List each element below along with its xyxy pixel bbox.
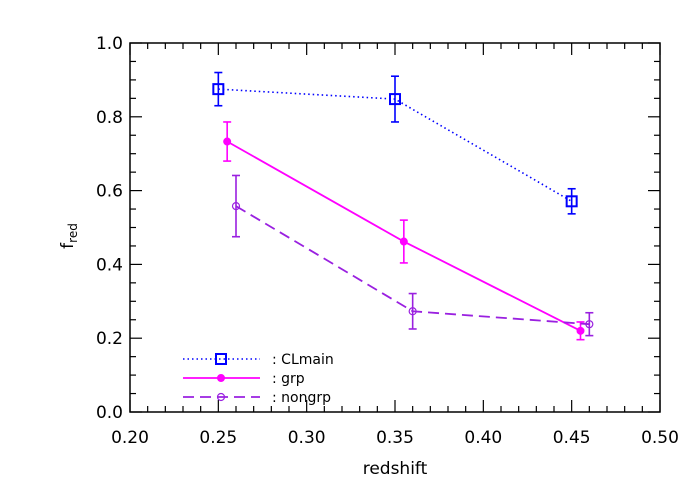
x-axis-ticks: 0.20 0.25 0.30 0.35 0.40 0.45 0.50 [111, 43, 679, 448]
x-axis-title: redshift [363, 459, 428, 479]
data-point-grp [576, 326, 585, 335]
legend-marker-nongrp [216, 392, 226, 402]
x-tick-label: 0.45 [553, 428, 591, 448]
data-point-CLmain [212, 83, 225, 96]
x-tick-label: 0.35 [376, 428, 414, 448]
y-tick-label: 0.8 [96, 108, 123, 128]
y-tick-label: 0.2 [96, 329, 123, 349]
series-CLmain [212, 71, 578, 215]
x-tick-label: 0.40 [464, 428, 502, 448]
legend-item-nongrp: : nongrp [183, 390, 331, 406]
y-tick-label: 1.0 [96, 34, 123, 54]
y-tick-label: 0.0 [96, 403, 123, 423]
svg-text:fred: fred [58, 223, 80, 249]
data-point-nongrp [231, 201, 241, 211]
data-point-CLmain [565, 195, 578, 208]
data-point-nongrp [585, 320, 594, 329]
legend-marker-CLmain [215, 353, 227, 365]
y-axis-title-subscript: red [66, 223, 80, 243]
series-nongrp [231, 174, 594, 337]
y-axis-ticks: 0.0 0.2 0.4 0.6 0.8 1.0 [96, 34, 660, 423]
series-layer [212, 71, 594, 341]
series-grp [223, 121, 585, 341]
legend-label-grp: : grp [272, 371, 305, 387]
x-tick-label: 0.20 [111, 428, 149, 448]
y-axis-title-main: f [58, 242, 78, 249]
legend-marker-grp [217, 374, 225, 382]
data-point-nongrp [408, 307, 417, 316]
data-point-grp [399, 237, 408, 246]
y-tick-label: 0.6 [96, 182, 123, 202]
legend-label-CLmain: : CLmain [272, 352, 334, 368]
data-point-grp [223, 137, 232, 146]
y-axis-title: fred [58, 223, 80, 249]
legend: : CLmain : grp : nongrp [183, 352, 334, 406]
legend-label-nongrp: : nongrp [272, 390, 331, 406]
y-tick-label: 0.4 [96, 255, 123, 275]
legend-item-CLmain: : CLmain [183, 352, 334, 368]
legend-item-grp: : grp [183, 371, 305, 387]
x-tick-label: 0.25 [199, 428, 237, 448]
x-tick-label: 0.50 [641, 428, 679, 448]
x-tick-label: 0.30 [288, 428, 326, 448]
data-point-CLmain [389, 93, 401, 106]
